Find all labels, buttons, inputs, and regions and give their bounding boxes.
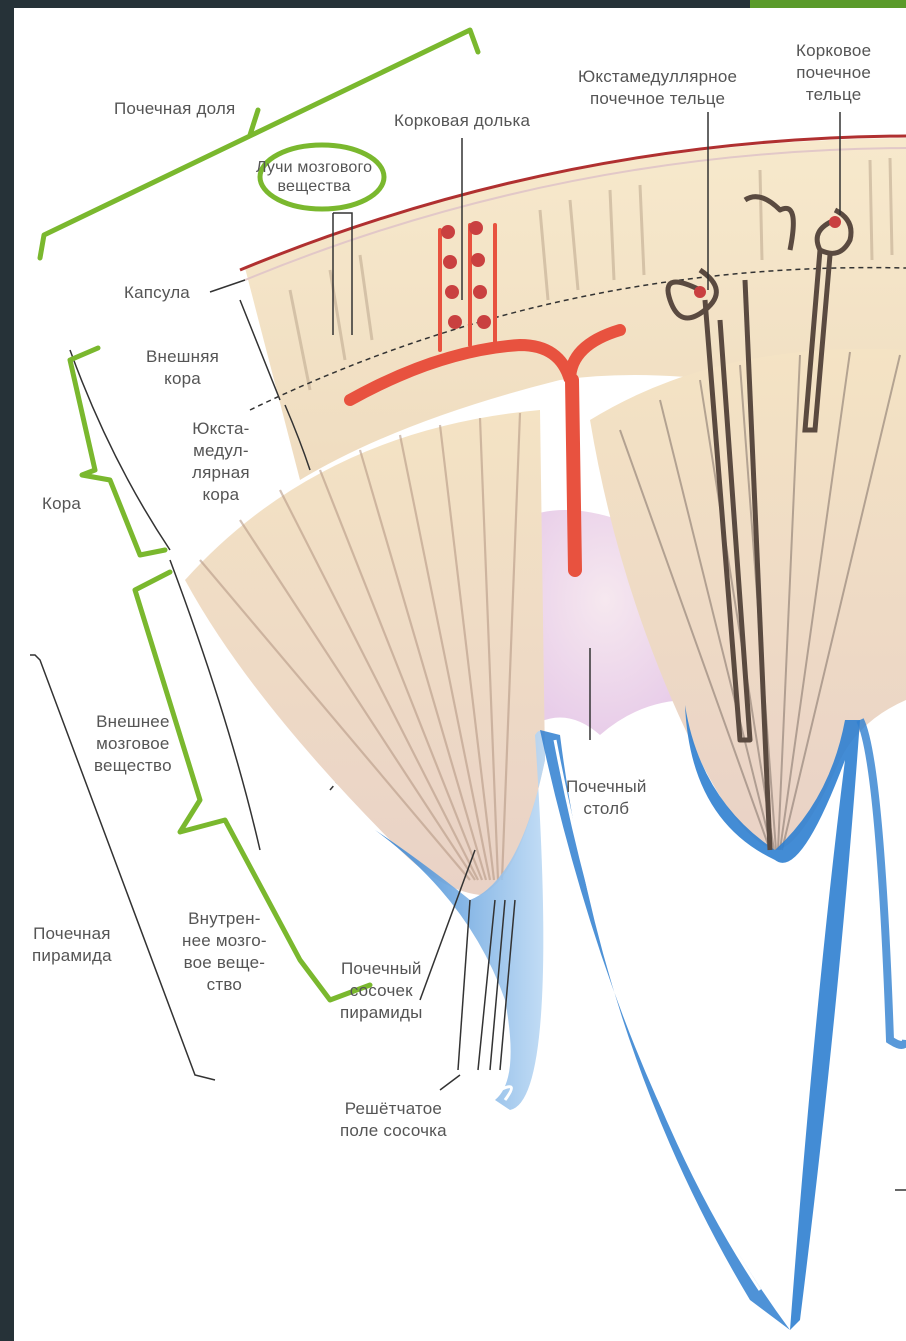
juxtamedullary-cortex-label: Юкста- медул- лярная кора xyxy=(192,418,250,506)
inner-medulla-label: Внутрен- нее мозго- вое веще- ство xyxy=(182,908,267,996)
cortical-lobule-label: Корковая долька xyxy=(394,110,530,132)
kidney-diagram xyxy=(14,8,906,1341)
renal-column-label: Почечный столб xyxy=(566,776,647,820)
renal-papilla-label: Почечный сосочек пирамиды xyxy=(340,958,423,1024)
cribriform-area-label: Решётчатое поле сосочка xyxy=(340,1098,447,1142)
cortex-label: Кора xyxy=(42,493,81,515)
capsule-label: Капсула xyxy=(124,282,190,304)
kidney-lobe-label: Почечная доля xyxy=(114,98,235,120)
renal-pyramid-label: Почечная пирамида xyxy=(32,923,112,967)
cortical-corpuscle-label: Корковое почечное тельце xyxy=(796,40,871,106)
window-accent-strip xyxy=(750,0,906,8)
outer-medulla-label: Внешнее мозговое вещество xyxy=(94,711,172,777)
slide-canvas: Почечная доля Корковая долька Юкстамедул… xyxy=(14,8,906,1341)
juxtamedullary-corpuscle-label: Юкстамедуллярное почечное тельце xyxy=(578,66,737,110)
renal-pyramid-right xyxy=(590,349,906,850)
outer-cortex-label: Внешняя кора xyxy=(146,346,219,390)
medullary-rays-label: Лучи мозгового вещества xyxy=(256,158,372,196)
